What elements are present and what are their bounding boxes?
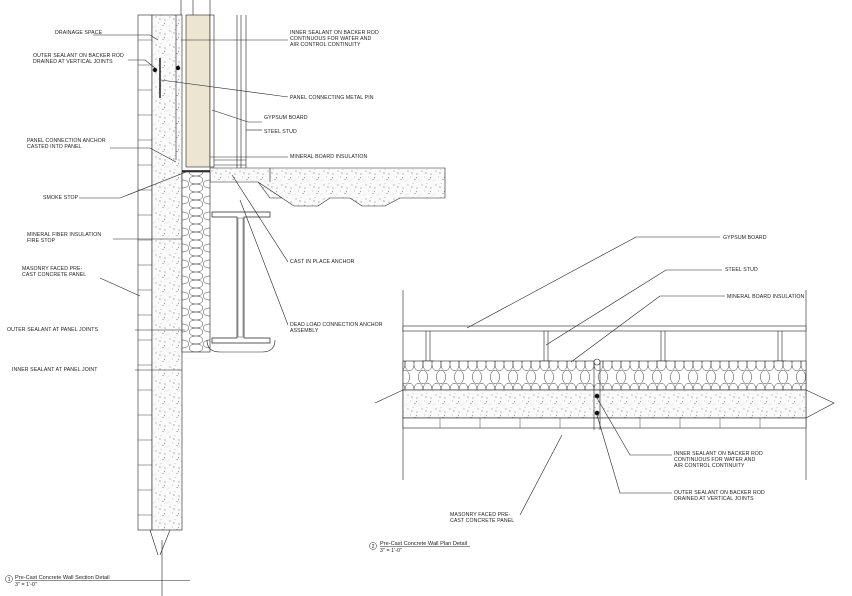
label-steel-stud: STEEL STUD	[264, 129, 297, 135]
brick-joints	[138, 39, 152, 516]
label-mineral-fiber-1: MINERAL FIBER INSULATION	[27, 232, 101, 238]
plan-label-outer-1: OUTER SEALANT ON BACKER ROD	[674, 490, 765, 496]
label-outer-sealant-1: OUTER SEALANT ON BACKER ROD	[33, 53, 124, 59]
plan-label-inner-2: CONTINUOUS FOR WATER AND	[674, 457, 756, 463]
plan-detail: GYPSUM BOARD STEEL STUD MINERAL BOARD IN…	[369, 235, 835, 554]
plan-label-outer-2: DRAINED AT VERTICAL JOINTS	[674, 496, 754, 502]
plan-label-gypsum: GYPSUM BOARD	[723, 235, 767, 241]
label-panel-anchor-2: CASTED INTO PANEL	[27, 144, 82, 150]
label-cast-anchor: CAST IN PLACE ANCHOR	[290, 259, 355, 265]
section-labels-right: INNER SEALANT ON BACKER ROD CONTINUOUS F…	[264, 30, 383, 334]
plan-masonry-face	[402, 417, 807, 429]
gypsum-board	[209, 14, 215, 168]
section-leaders	[79, 34, 289, 371]
plan-label-masonry-1: MASONRY FACED PRE-	[450, 512, 511, 518]
plan-label-stud: STEEL STUD	[725, 267, 758, 273]
inner-sealant-rod	[175, 65, 181, 71]
floor-slab	[209, 167, 446, 207]
plan-scale: 3" = 1'-0"	[380, 548, 402, 554]
section-scale: 3" = 1'-0"	[15, 582, 37, 588]
section-number: 1	[8, 577, 11, 583]
plan-label-inner-1: INNER SEALANT ON BACKER ROD	[674, 451, 763, 457]
label-metal-pin: PANEL CONNECTING METAL PIN	[290, 95, 374, 101]
section-labels-left: DRAINAGE SPACE OUTER SEALANT ON BACKER R…	[7, 30, 124, 373]
section-title-block: 1 Pre-Cast Concrete Wall Section Detail …	[5, 575, 190, 588]
steel-beam	[206, 211, 276, 353]
label-mineral-fiber-2: FIRE STOP	[27, 238, 56, 244]
label-outer-sealant-2: DRAINED AT VERTICAL JOINTS	[33, 59, 113, 65]
mineral-board-insulation	[185, 14, 211, 168]
precast-concrete-panel	[151, 14, 183, 531]
plan-concrete-panel	[402, 389, 807, 419]
plan-label-mineral: MINERAL BOARD INSULATION	[727, 294, 804, 300]
label-gypsum-board: GYPSUM BOARD	[264, 115, 308, 121]
section-detail: DRAINAGE SPACE OUTER SEALANT ON BACKER R…	[5, 0, 446, 596]
section-title: Pre-Cast Concrete Wall Section Detail	[15, 575, 110, 581]
label-inner-sealant-3: AIR CONTROL CONTINUITY	[290, 42, 361, 48]
label-masonry-panel-1: MASONRY FACED PRE-	[22, 266, 83, 272]
label-drainage-space: DRAINAGE SPACE	[55, 30, 103, 36]
plan-label-masonry-2: CAST CONCRETE PANEL	[450, 518, 514, 524]
plan-steel-studs	[422, 331, 786, 362]
outer-sealant-rod	[152, 67, 158, 73]
plan-inner-sealant	[594, 393, 600, 399]
plan-outer-sealant	[594, 410, 600, 416]
label-inner-sealant-2: CONTINUOUS FOR WATER AND	[290, 36, 372, 42]
plan-gypsum-board	[402, 325, 807, 332]
label-masonry-panel-2: CAST CONCRETE PANEL	[22, 272, 86, 278]
plan-leaders	[466, 236, 725, 516]
label-mineral-board: MINERAL BOARD INSULATION	[290, 154, 367, 160]
label-outer-sealant-panel: OUTER SEALANT AT PANEL JOINTS	[7, 327, 99, 333]
label-panel-anchor-1: PANEL CONNECTION ANCHOR	[27, 138, 106, 144]
label-dead-load-2: ASSEMBLY	[290, 328, 319, 334]
plan-label-inner-3: AIR CONTROL CONTINUITY	[674, 463, 745, 469]
masonry-face	[137, 14, 153, 531]
mineral-fiber-insulation	[181, 171, 211, 353]
label-inner-sealant-1: INNER SEALANT ON BACKER ROD	[290, 30, 379, 36]
label-dead-load-1: DEAD LOAD CONNECTION ANCHOR	[290, 322, 383, 328]
plan-number: 2	[372, 544, 375, 550]
plan-title: Pre-Cast Concrete Wall Plan Detail	[380, 541, 467, 547]
plan-mineral-insulation	[402, 360, 807, 391]
label-smoke-stop: SMOKE STOP	[43, 195, 79, 201]
label-inner-sealant-panel: INNER SEALANT AT PANEL JOINT	[12, 367, 98, 373]
plan-labels: GYPSUM BOARD STEEL STUD MINERAL BOARD IN…	[450, 235, 804, 524]
plan-title-block: 2 Pre-Cast Concrete Wall Plan Detail 3" …	[369, 541, 470, 554]
